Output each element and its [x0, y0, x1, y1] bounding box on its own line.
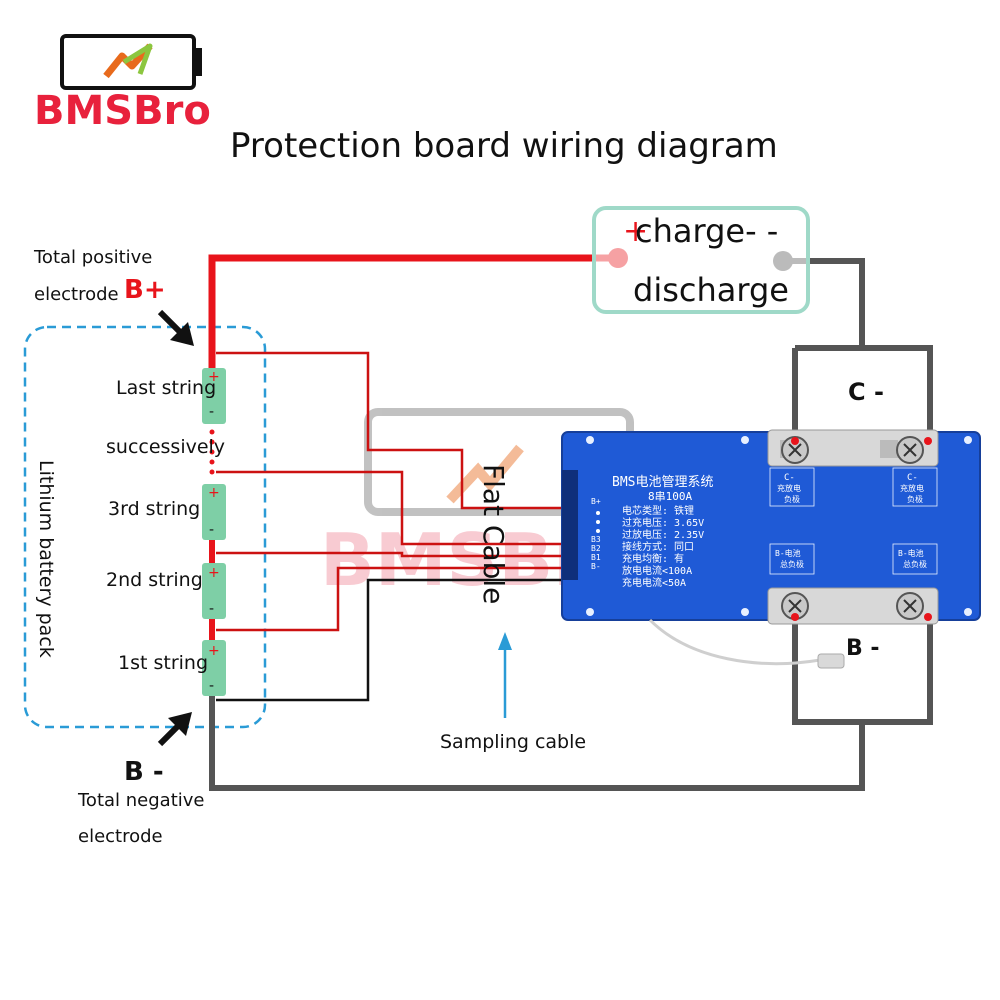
- c-minus-label: C -: [848, 378, 884, 406]
- positive-label-line2: electrode: [34, 284, 119, 305]
- sense-wires: [216, 351, 566, 702]
- bms-spec-lines: 电芯类型: 铁锂 过充电压: 3.65V 过放电压: 2.35V 接线方式: 同…: [622, 504, 704, 589]
- string-label-2nd: 2nd string: [106, 569, 203, 591]
- svg-text:电芯类型: 铁锂: 电芯类型: 铁锂: [622, 504, 694, 517]
- svg-text:B-电池: B-电池: [898, 548, 924, 558]
- svg-text:总负极: 总负极: [780, 559, 804, 569]
- svg-text:总负极: 总负极: [903, 559, 927, 569]
- bms-board-subtitle: 8串100A: [648, 490, 692, 503]
- svg-text:充电均衡: 有: 充电均衡: 有: [622, 552, 684, 565]
- svg-text:负极: 负极: [784, 494, 800, 504]
- cell-3rd-string: [202, 484, 226, 540]
- cell-1st-string: [202, 640, 226, 696]
- svg-text:接线方式: 同口: 接线方式: 同口: [622, 540, 694, 553]
- svg-text:B1: B1: [591, 553, 601, 562]
- svg-text:C-: C-: [784, 473, 795, 483]
- bms-board: [561, 431, 981, 621]
- cell-polarity-labels: + - + - + - + -: [208, 369, 220, 694]
- arrow-to-negative-icon: [157, 712, 192, 747]
- load-box: [592, 206, 810, 314]
- svg-text:+: +: [208, 369, 220, 385]
- svg-text:B+: B+: [591, 497, 601, 506]
- b-minus-terminal-bar: [767, 587, 939, 625]
- arrow-to-positive-icon: [157, 309, 194, 346]
- svg-text:-: -: [209, 404, 214, 420]
- svg-text:充电电流<50A: 充电电流<50A: [622, 576, 686, 589]
- svg-text:B3: B3: [591, 535, 601, 544]
- bms-pad-labels: C- 充放电 负极 C- 充放电 负极 B-电池 总负极 B-电池 总负极: [769, 467, 938, 575]
- svg-text:过充电压: 3.65V: 过充电压: 3.65V: [622, 516, 704, 529]
- load-plus-symbol: +: [623, 214, 648, 249]
- negative-symbol: B -: [124, 757, 164, 787]
- cell-last-string: [202, 368, 226, 424]
- bms-board-title: BMS电池管理系统: [612, 475, 713, 490]
- svg-text:充放电: 充放电: [777, 483, 801, 493]
- battery-pack-boundary: [23, 325, 267, 729]
- string-label-successively: successively: [106, 436, 225, 458]
- svg-text:负极: 负极: [907, 494, 923, 504]
- svg-text:B2: B2: [591, 544, 601, 553]
- b-minus-label: B -: [846, 636, 880, 661]
- flat-cable-label: Flat Cable: [477, 464, 510, 604]
- sampling-cable-label: Sampling cable: [440, 731, 586, 753]
- bms-pin-labels: B+ B3 B2 B1 B-: [591, 497, 601, 571]
- page-title: Protection board wiring diagram: [230, 126, 778, 166]
- svg-text:C-: C-: [907, 473, 918, 483]
- negative-label-line2: electrode: [78, 826, 163, 847]
- svg-text:放电电流<100A: 放电电流<100A: [622, 564, 692, 577]
- cell-2nd-string: [202, 563, 226, 619]
- positive-symbol: B+: [124, 275, 166, 305]
- svg-text:B-: B-: [591, 562, 601, 571]
- b-minus-loop-wire: [792, 615, 933, 725]
- svg-text:-: -: [209, 522, 214, 538]
- load-label-discharge: discharge: [633, 271, 789, 309]
- battery-logo-icon: [60, 34, 202, 90]
- string-label-3rd: 3rd string: [108, 498, 200, 520]
- battery-pack-label: Lithium battery pack: [35, 460, 57, 658]
- svg-text:+: +: [208, 565, 220, 581]
- battery-cells: [202, 368, 226, 696]
- svg-text:-: -: [209, 601, 214, 617]
- c-minus-terminal-bar: [767, 429, 939, 467]
- negative-main-wire: [209, 694, 865, 791]
- string-label-1st: 1st string: [118, 652, 208, 674]
- svg-text:B-电池: B-电池: [775, 548, 801, 558]
- string-label-last: Last string: [116, 377, 216, 399]
- negative-label-line1: Total negative: [77, 790, 204, 811]
- load-label-charge: charge- -: [635, 212, 778, 250]
- successively-dots: [209, 429, 215, 475]
- svg-text:充放电: 充放电: [900, 483, 924, 493]
- sampling-arrow-icon: [498, 632, 512, 718]
- positive-label-line1: Total positive: [33, 247, 152, 268]
- brand-logo-text: BMSBro: [34, 88, 211, 134]
- svg-text:+: +: [208, 485, 220, 501]
- svg-text:+: +: [208, 643, 220, 659]
- temperature-probe-icon: [648, 618, 845, 669]
- positive-main-wire: [208, 254, 618, 368]
- svg-text:-: -: [209, 678, 214, 694]
- svg-text:过放电压: 2.35V: 过放电压: 2.35V: [622, 528, 704, 541]
